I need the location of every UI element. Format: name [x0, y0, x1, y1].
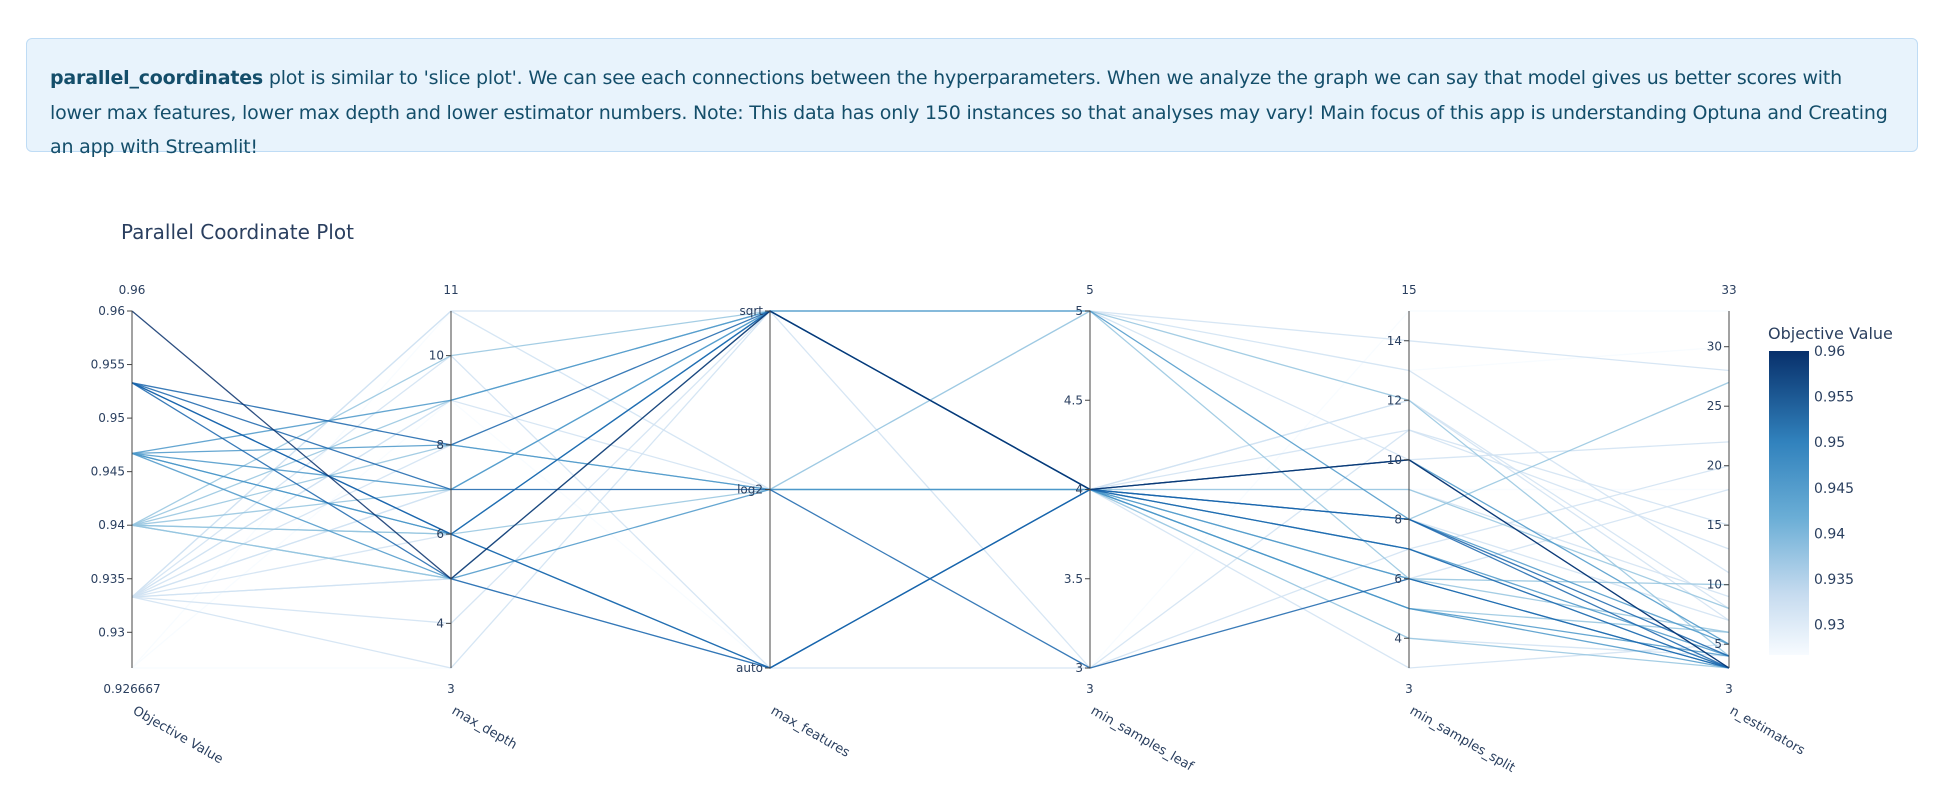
tick-label: 4 [436, 616, 444, 630]
axis-title: max_features [768, 703, 852, 760]
trial-line[interactable] [131, 310, 1730, 586]
axis-min-label: 3 [1405, 682, 1413, 696]
axis-min-label: 0.926667 [103, 682, 160, 696]
axes: 0.93 0.935 0.94 0.945 0.95 0.955 0.96 0.96 0.926… [91, 283, 1808, 776]
axis-max-features[interactable]: auto log2 sqrt max_features [736, 304, 852, 761]
colorbar-tick: 0.945 [1814, 481, 1854, 497]
axis-min-samples-split[interactable]: 4 6 8 10 12 14 15 3 min_samples_split [1387, 283, 1518, 776]
tick-label: 10 [1707, 578, 1722, 592]
trial-line[interactable] [131, 382, 1730, 669]
colorbar-tick: 0.935 [1814, 572, 1854, 588]
tick-label: 12 [1387, 393, 1402, 407]
colorbar-tick: 0.93 [1814, 618, 1845, 634]
trial-line[interactable] [131, 310, 1730, 669]
tick-label: 5 [1075, 304, 1083, 318]
trial-line[interactable] [131, 382, 1730, 669]
tick-label: 20 [1707, 459, 1722, 473]
tick-label: 4.5 [1064, 393, 1083, 407]
info-text: parallel_coordinates plot is similar to … [50, 61, 1894, 165]
tick-label: auto [736, 661, 763, 675]
trial-line[interactable] [131, 452, 1730, 645]
axis-min-label: 3 [1725, 682, 1733, 696]
tick-label: 0.95 [98, 411, 125, 425]
info-alert: parallel_coordinates plot is similar to … [26, 38, 1918, 158]
tick-label: 4 [1394, 631, 1402, 645]
tick-label: 6 [1394, 572, 1402, 586]
axis-max-label: 5 [1086, 283, 1094, 297]
tick-label: 0.945 [91, 465, 125, 479]
colorbar-gradient [1769, 351, 1809, 655]
tick-label: 30 [1707, 340, 1722, 354]
tick-label: 6 [436, 527, 444, 541]
trial-line[interactable] [131, 310, 1730, 633]
trial-line[interactable] [131, 429, 1730, 669]
axis-min-label: 3 [447, 682, 455, 696]
tick-label: 0.94 [98, 518, 125, 532]
info-bold-term: parallel_coordinates [50, 67, 264, 89]
tick-label: 0.955 [91, 358, 125, 372]
tick-label: 3.5 [1064, 572, 1083, 586]
tick-label: 14 [1387, 334, 1402, 348]
axis-objective-value[interactable]: 0.93 0.935 0.94 0.945 0.95 0.955 0.96 0.96 0.926… [91, 283, 226, 767]
axis-max-label: 11 [443, 283, 458, 297]
tick-label: 8 [1394, 512, 1402, 526]
axis-min-label: 3 [1086, 682, 1094, 696]
axis-title: min_samples_split [1407, 703, 1517, 775]
colorbar-tick: 0.95 [1814, 435, 1845, 451]
chart-title: Parallel Coordinate Plot [121, 220, 354, 244]
tick-label: 8 [436, 438, 444, 452]
tick-label: 5 [1714, 637, 1722, 651]
axis-title: n_estimators [1727, 703, 1807, 758]
colorbar-tick: 0.96 [1814, 344, 1845, 360]
info-body: plot is similar to 'slice plot'. We can … [50, 67, 1888, 158]
tick-label: 0.93 [98, 625, 125, 639]
trial-line[interactable] [131, 310, 1730, 657]
tick-label: 25 [1707, 399, 1722, 413]
colorbar-tick: 0.955 [1814, 390, 1854, 406]
trial-line[interactable] [131, 452, 1730, 669]
axis-max-label: 15 [1401, 283, 1416, 297]
colorbar-title: Objective Value [1768, 324, 1893, 343]
tick-label: log2 [737, 483, 763, 497]
trial-line[interactable] [131, 310, 1730, 580]
tick-label: 10 [429, 349, 444, 363]
trial-line[interactable] [131, 310, 1730, 621]
tick-label: 15 [1707, 518, 1722, 532]
tick-label: sqrt [739, 304, 763, 318]
trial-line[interactable] [131, 310, 1730, 645]
axis-max-label: 33 [1721, 283, 1736, 297]
trial-line[interactable] [131, 399, 1729, 669]
axis-title: max_depth [449, 703, 519, 752]
colorbar-tick: 0.94 [1814, 526, 1845, 542]
trial-line[interactable] [131, 382, 1730, 669]
tick-label: 10 [1387, 453, 1402, 467]
tick-label: 0.935 [91, 572, 125, 586]
axis-max-label: 0.96 [119, 283, 146, 297]
axis-title: min_samples_leaf [1088, 703, 1196, 774]
trial-line[interactable] [131, 310, 1730, 657]
trial-line[interactable] [131, 488, 1730, 633]
tick-label: 3 [1075, 661, 1083, 675]
tick-label: 0.96 [98, 304, 125, 318]
axis-title: Objective Value [130, 703, 225, 767]
tick-label: 4 [1075, 483, 1083, 497]
axis-min-samples-leaf[interactable]: 3 3.5 4 4.5 55 3 min_samples_leaf [1064, 283, 1196, 775]
trial-line[interactable] [131, 354, 1730, 669]
trial-line[interactable] [131, 310, 1730, 657]
trial-lines [131, 310, 1730, 669]
